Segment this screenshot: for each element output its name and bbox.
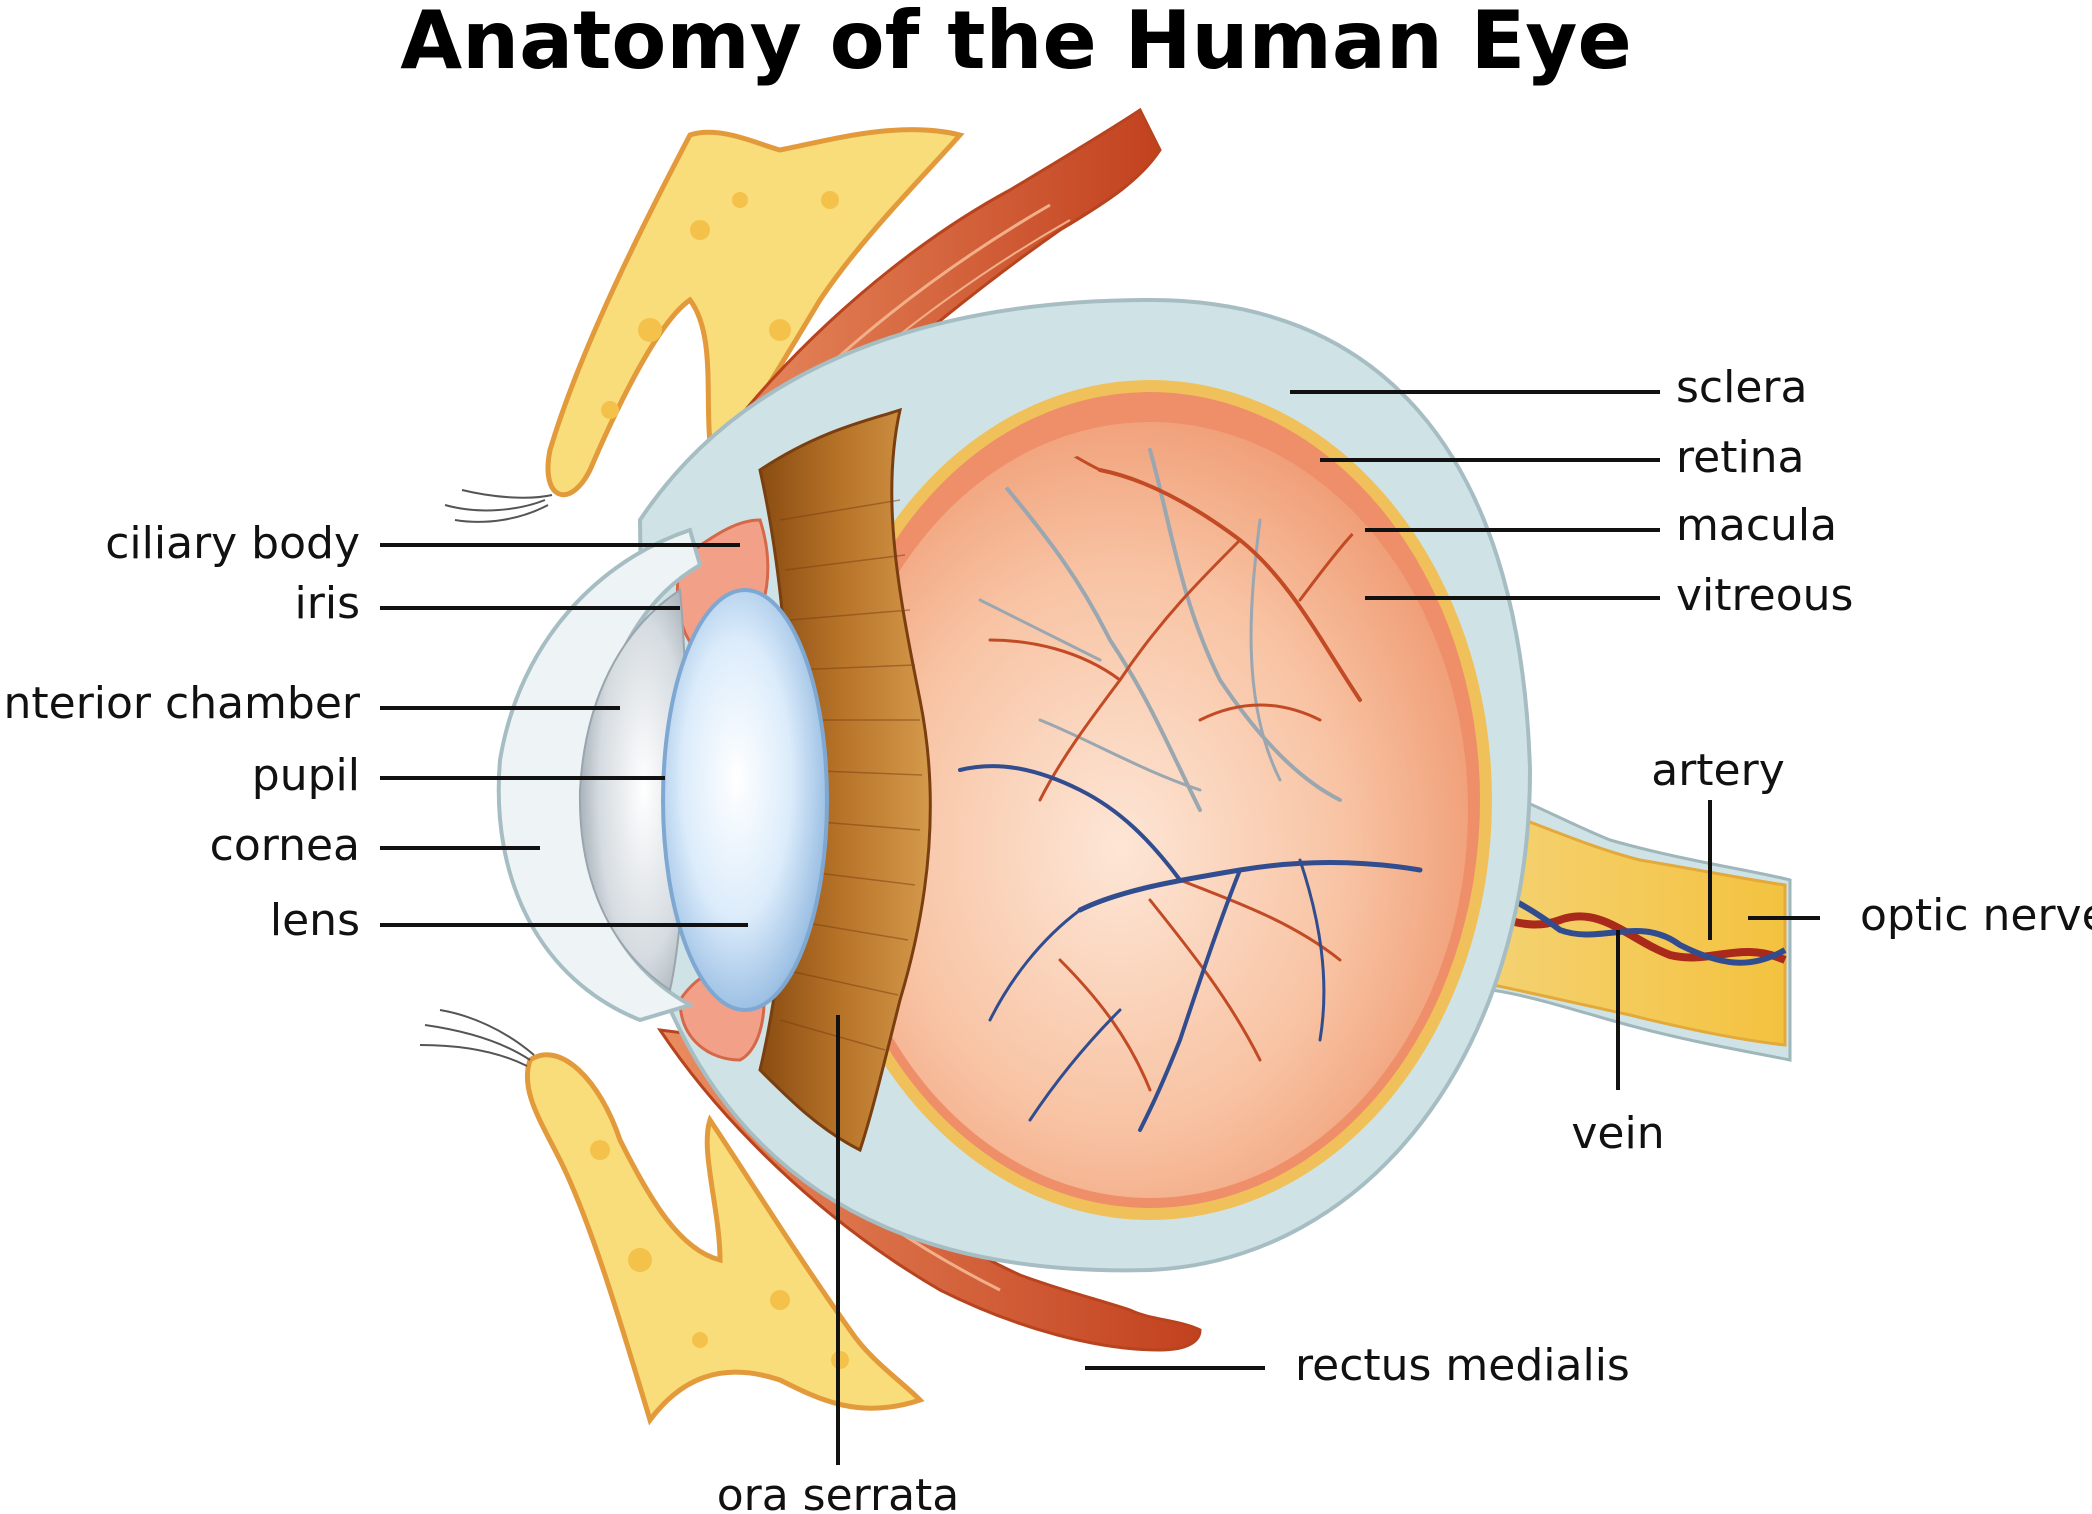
label-lens: lens [270,895,360,946]
label-sclera: sclera [1676,362,1807,413]
label-pupil: pupil [252,750,360,801]
label-cornea: cornea [210,820,360,871]
label-ciliary-body: ciliary body [105,518,360,569]
label-optic-nerve: optic nerve [1860,890,2092,941]
lens [661,588,829,1012]
diagram-title: Anatomy of the Human Eye [400,0,1631,87]
label-anterior-chamber: anterior chamber [0,678,361,729]
label-retina: retina [1676,432,1805,483]
retinal-vessels [958,446,1423,1132]
label-vein: vein [1571,1108,1664,1159]
lower-bone [419,1009,925,1426]
label-macula: macula [1676,500,1837,551]
label-artery: artery [1651,745,1785,796]
leader-lines [380,390,1820,1465]
label-iris: iris [295,578,360,629]
label-vitreous: vitreous [1676,570,1853,621]
labels: sclera retina macula vitreous ciliary bo… [0,362,2092,1514]
label-ora-serrata: ora serrata [717,1470,960,1514]
label-rectus-medialis: rectus medialis [1295,1340,1630,1391]
